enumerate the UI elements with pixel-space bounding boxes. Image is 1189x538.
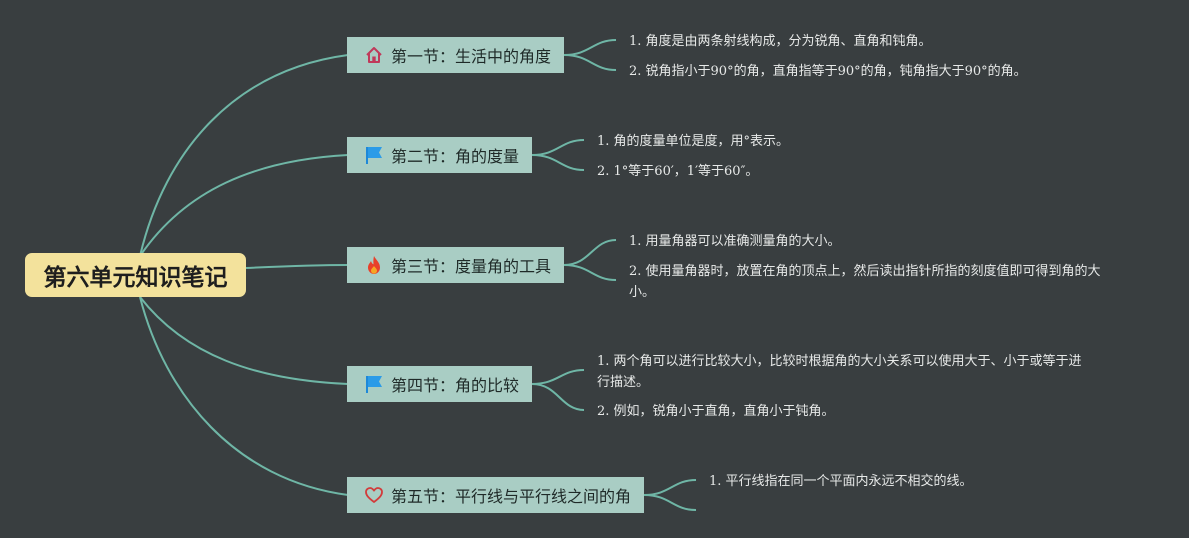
section-3-note-1: 1. 用量角器可以准确测量角的大小。 [629, 234, 841, 249]
flag-icon [364, 145, 384, 165]
heart-icon [364, 485, 384, 505]
section-1-note-2-line [563, 54, 617, 71]
section-2-node[interactable]: 第二节：角的度量 [347, 137, 532, 173]
section-4-note-1-line [531, 369, 585, 385]
section-1-title: 第一节：生活中的角度 [391, 47, 552, 66]
section-3-note-2: 2. 使用量角器时，放置在角的顶点上，然后读出指针所指的刻度值即可得到角的大小。 [629, 264, 1101, 300]
section-1-node[interactable]: 第一节：生活中的角度 [347, 37, 564, 73]
root-to-section-4-line [139, 296, 349, 385]
section-3-node[interactable]: 第三节：度量角的工具 [347, 247, 564, 283]
flag-icon [364, 374, 384, 394]
section-1-note-1: 1. 角度是由两条射线构成，分为锐角、直角和钝角。 [629, 34, 932, 49]
section-5-title: 第五节：平行线与平行线之间的角 [391, 487, 632, 506]
root-to-section-5-line [139, 296, 349, 496]
section-5-node[interactable]: 第五节：平行线与平行线之间的角 [347, 477, 644, 513]
root-to-section-3-line [245, 264, 349, 269]
section-3-title: 第三节：度量角的工具 [391, 257, 552, 276]
section-4-note-1: 1. 两个角可以进行比较大小，比较时根据角的大小关系可以使用大于、小于或等于进行… [597, 354, 1082, 390]
section-4-node[interactable]: 第四节：角的比较 [347, 366, 532, 402]
section-1-note-2: 2. 锐角指小于90°的角，直角指等于90°的角，钝角指大于90°的角。 [629, 64, 1027, 79]
fire-icon [364, 255, 384, 275]
section-5-note-1-line [643, 479, 697, 496]
home-icon [364, 45, 384, 65]
section-2-note-1: 1. 角的度量单位是度，用°表示。 [597, 134, 790, 149]
section-2-note-2: 2. 1°等于60′，1′等于60″。 [597, 164, 759, 179]
section-2-note-2-line [531, 154, 585, 171]
section-1-note-1-line [563, 39, 617, 56]
section-5-note-1: 1. 平行线指在同一个平面内永远不相交的线。 [709, 474, 973, 489]
section-2-note-1-line [531, 139, 585, 156]
root-topic[interactable]: 第六单元知识笔记 [25, 253, 246, 297]
section-3-note-2-line [563, 264, 617, 281]
root-to-section-2-line [139, 154, 349, 257]
section-4-note-2: 2. 例如，锐角小于直角，直角小于钝角。 [597, 404, 835, 419]
section-2-title: 第二节：角的度量 [391, 147, 520, 166]
section-4-title: 第四节：角的比较 [391, 376, 520, 395]
section-3-note-1-line [563, 239, 617, 266]
section-5-note-2-line [643, 494, 697, 511]
root-to-section-1-line [139, 54, 349, 257]
section-4-note-2-line [531, 383, 585, 411]
